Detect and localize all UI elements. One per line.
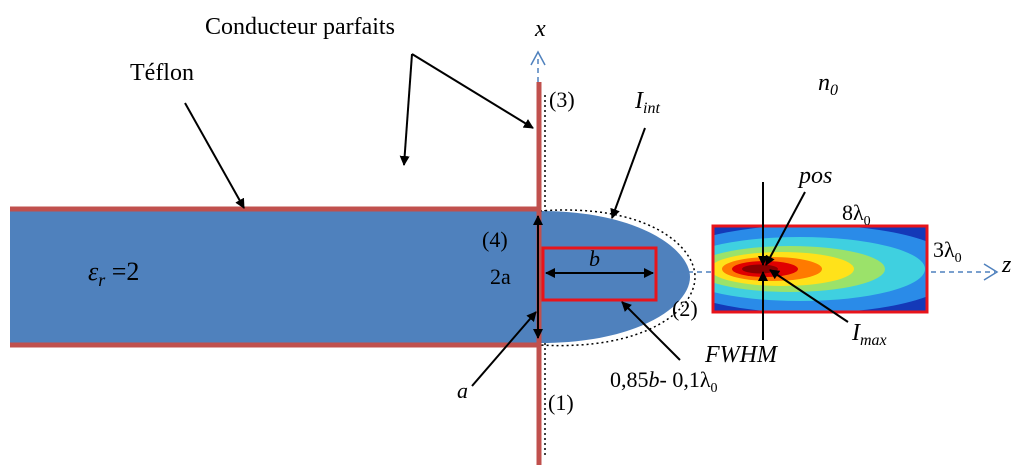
label-2a: 2a <box>490 264 511 289</box>
arrow-formula <box>621 301 681 361</box>
arrow-teflon <box>184 102 245 209</box>
label-iint: Iint <box>634 88 660 117</box>
field-lobe <box>540 211 690 343</box>
z-axis-arrowhead <box>983 263 999 281</box>
waveguide-body <box>10 211 540 343</box>
label-n0: n0 <box>818 70 838 99</box>
arrow-conductor-1 <box>399 53 413 166</box>
intensity-map <box>711 224 929 314</box>
label-pos: pos <box>797 163 832 189</box>
label-a: a <box>457 378 468 403</box>
label-b: b <box>589 246 600 271</box>
arrow-iint <box>610 127 646 219</box>
iint-boundary <box>539 209 696 347</box>
label-conducteur: Conducteur parfaits <box>205 14 395 40</box>
label-8-lambda: 8λ0 <box>842 200 871 229</box>
label-x-axis: x <box>534 16 546 42</box>
label-formula: 0,85b- 0,1λ0 <box>610 367 718 396</box>
label-region-3: (3) <box>549 87 575 112</box>
label-region-2: (2) <box>672 296 698 321</box>
x-axis-arrowhead <box>530 50 546 66</box>
label-fwhm: FWHM <box>704 342 779 368</box>
label-region-1: (1) <box>548 390 574 415</box>
arrow-pos <box>765 191 806 266</box>
arrow-imax <box>769 269 849 323</box>
label-imax: Imax <box>851 320 887 349</box>
label-epsilon: εr =2 <box>88 257 139 290</box>
b-region-box <box>541 246 658 302</box>
arrow-conductor-2 <box>411 53 534 129</box>
label-region-4: (4) <box>482 227 508 252</box>
label-3-lambda: 3λ0 <box>933 237 962 266</box>
arrow-a <box>471 311 537 387</box>
label-z-axis: z <box>1001 252 1012 278</box>
label-teflon: Téflon <box>130 60 194 86</box>
